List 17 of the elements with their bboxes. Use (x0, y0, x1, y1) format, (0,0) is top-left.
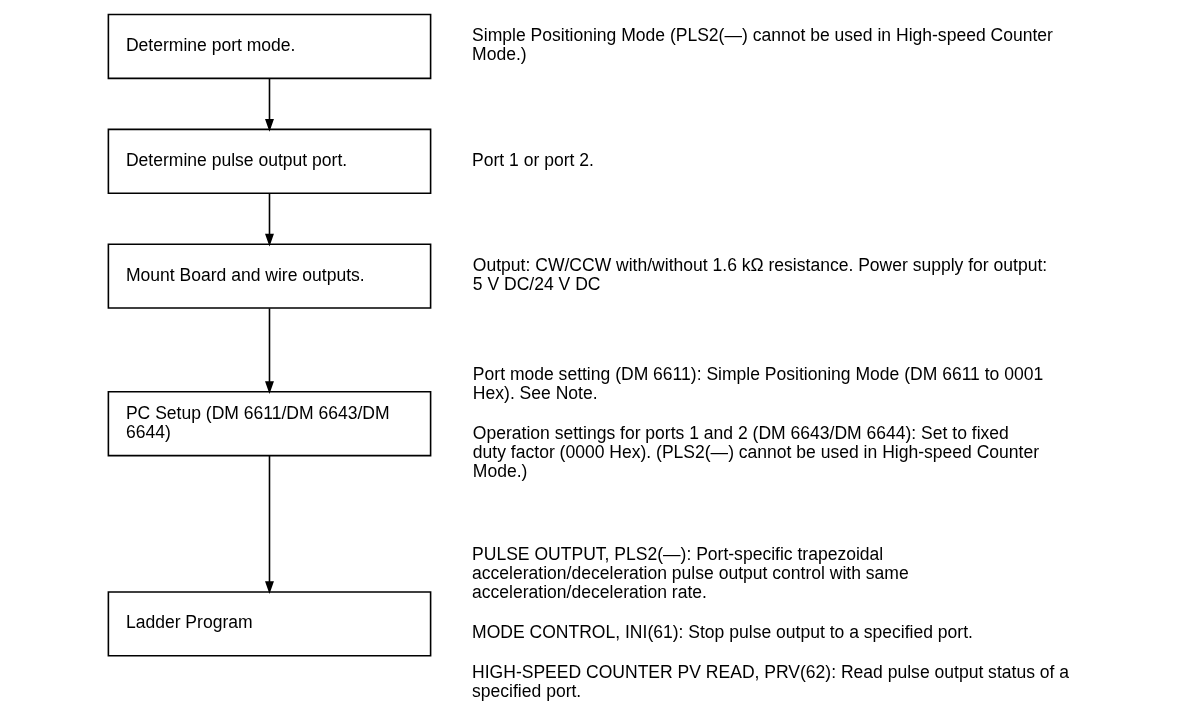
arrow (265, 77, 274, 132)
node-box: PC Setup (DM 6611/DM 6643/DM 6644) (107, 391, 432, 457)
node-label: HIGH-SPEED COUNTER PV READ, PRV(62): Read pulse output status of a specified port. (472, 661, 1070, 701)
node-box: Determine pulse output port. (107, 128, 432, 194)
arrow (265, 307, 274, 394)
node-label: Port mode setting (DM 6611): Simple Positioning Mode (DM 6611 to 0001 Hex). See Note. (472, 363, 1044, 403)
node-label: Output: CW/CCW with/without 1.6 kΩ resistance. Power supply for output: 5 V DC/24 V DC (472, 255, 1048, 295)
node-label: Operation settings for ports 1 and 2 (DM 6643/DM 6644): Set to fixed duty factor (0000 Hex). (PLS2(—) cannot be used in High-speed Counter Mode.) (472, 422, 1040, 481)
node-box: Determine port mode. (107, 13, 432, 80)
node-box: Mount Board and wire outputs. (107, 243, 432, 309)
node-label: MODE CONTROL, INI(61): Stop pulse output to a specified port. (472, 621, 973, 642)
arrow (265, 192, 274, 247)
arrow (265, 454, 274, 595)
node-label: PULSE OUTPUT, PLS2(—): Port-specific trapezoidal acceleration/deceleration pulse output control with same acceleration/deceleration rate. (472, 543, 909, 603)
node-box: Ladder Program (107, 591, 432, 657)
node-label: Port 1 or port 2. (472, 149, 594, 170)
node-label: Simple Positioning Mode (PLS2(—) cannot be used in High-speed Counter Mode.) (472, 25, 1053, 65)
